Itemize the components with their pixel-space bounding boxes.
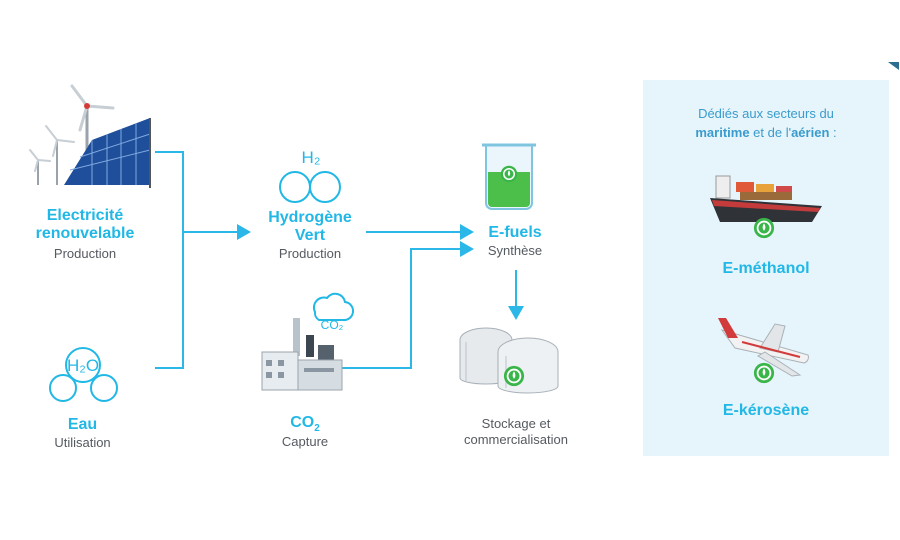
sectors-panel: Dédiés aux secteurs du maritime et de l'… bbox=[643, 80, 889, 456]
airplane-icon bbox=[718, 318, 809, 384]
hydrogen-icon-label: H₂ bbox=[302, 148, 321, 167]
water-icon-label: H₂O bbox=[67, 356, 99, 375]
ekerosene-label: E-kérosène bbox=[722, 402, 810, 419]
efuels-title: E-fuels bbox=[488, 224, 542, 241]
water-molecule-icon bbox=[49, 347, 118, 402]
water-title: Eau bbox=[67, 416, 98, 433]
co2-cloud-label: CO₂ bbox=[321, 318, 344, 332]
water-subtitle: Utilisation bbox=[54, 435, 111, 450]
co2-subtitle: Capture bbox=[281, 434, 329, 449]
efuels-subtitle: Synthèse bbox=[487, 243, 543, 258]
factory-icon bbox=[261, 292, 354, 391]
flow-connectors bbox=[155, 151, 524, 369]
wind-solar-icon bbox=[29, 84, 151, 188]
storage-tanks-icon bbox=[459, 327, 559, 394]
electricity-subtitle: Production bbox=[53, 246, 117, 261]
corner-mark bbox=[888, 62, 899, 70]
cargo-ship-icon bbox=[710, 175, 822, 239]
emethanol-label: E-méthanol bbox=[722, 260, 810, 277]
beaker-icon bbox=[482, 143, 536, 210]
co2-title: CO2 bbox=[290, 414, 320, 435]
panel-intro-line2: maritime et de l'aérien : bbox=[695, 125, 837, 140]
hydrogen-subtitle: Production bbox=[278, 246, 342, 261]
hydrogen-molecule-icon bbox=[279, 171, 341, 203]
panel-intro-line1: Dédiés aux secteurs du bbox=[698, 106, 834, 121]
